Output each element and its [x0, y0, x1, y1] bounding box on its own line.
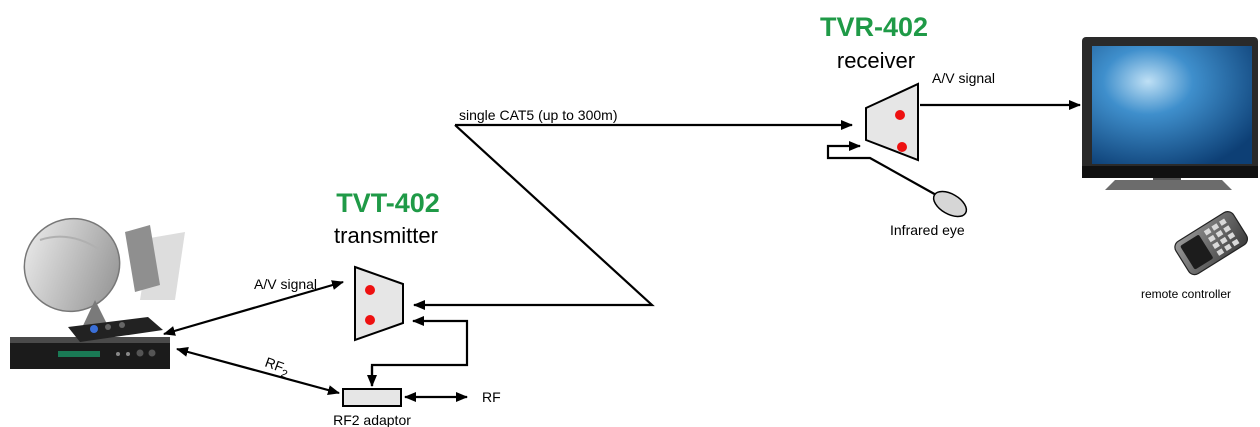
rf2-adaptor-label: RF2 adaptor	[333, 412, 411, 427]
infrared-eye-label: Infrared eye	[890, 222, 965, 238]
av-signal-label-rx: A/V signal	[932, 70, 995, 86]
transmitter-led-top	[365, 285, 375, 295]
set-top-box-icon	[10, 337, 170, 369]
tv-monitor-icon	[1082, 37, 1258, 190]
satellite-dish-icon	[23, 217, 185, 332]
feedback-loop-wire	[370, 316, 469, 386]
receiver-role: receiver	[837, 48, 915, 73]
infrared-wire	[826, 141, 939, 197]
remote-on-box-icon	[68, 317, 163, 342]
transmitter-led-bottom	[365, 315, 375, 325]
rf-label: RF	[482, 389, 501, 405]
cat5-cable-label: single CAT5 (up to 300m)	[459, 107, 617, 123]
remote-controller-label: remote controller	[1141, 287, 1231, 301]
receiver-device	[865, 82, 919, 162]
cat5-cable	[413, 124, 655, 310]
av-signal-label-tx: A/V signal	[254, 276, 317, 292]
transmitter-model: TVT-402	[336, 188, 440, 218]
rf2-adaptor-box	[342, 388, 402, 407]
av-signal-wire-tx	[163, 280, 344, 336]
remote-controller-icon	[1174, 211, 1249, 276]
rf2-wire	[176, 347, 340, 395]
receiver-led-bottom	[897, 142, 907, 152]
transmitter-device	[354, 265, 404, 342]
receiver-model: TVR-402	[820, 12, 928, 42]
receiver-led-top	[895, 110, 905, 120]
infrared-eye-icon	[932, 190, 968, 218]
transmitter-role: transmitter	[334, 223, 438, 248]
